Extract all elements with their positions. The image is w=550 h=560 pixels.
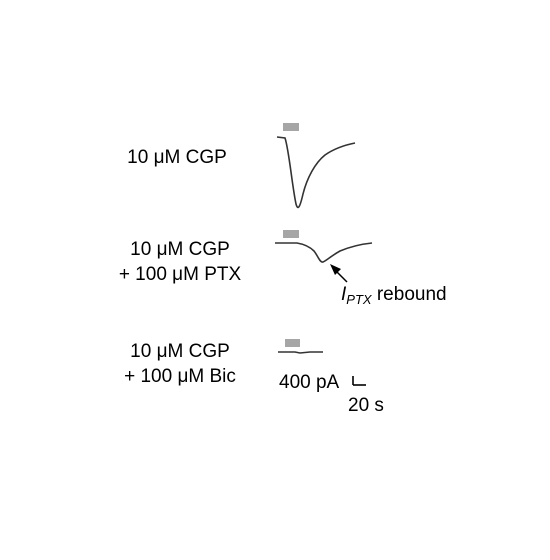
annotation-text: rebound	[371, 284, 447, 305]
condition-label-line: 10 μM CGP	[130, 239, 230, 260]
condition-label-cgp-bic: 10 μM CGP + 100 μM Bic	[100, 339, 260, 389]
drug-application-bar	[285, 339, 300, 347]
condition-label-line: + 100 μM Bic	[124, 366, 236, 387]
scale-bar-time-label: 20 s	[348, 395, 384, 416]
current-trace-cgp-bic	[278, 351, 323, 354]
annotation-italic-symbol: I	[341, 284, 347, 305]
current-trace-cgp-ptx	[275, 242, 373, 263]
drug-application-bar	[283, 123, 299, 131]
condition-label-line: 10 μM CGP	[127, 147, 227, 168]
condition-label-cgp: 10 μM CGP	[112, 145, 242, 170]
rebound-annotation: IPTX rebound	[341, 284, 447, 307]
condition-label-line: 10 μM CGP	[130, 341, 230, 362]
condition-label-cgp-ptx: 10 μM CGP + 100 μM PTX	[100, 237, 260, 287]
current-trace-cgp	[276, 136, 356, 209]
drug-application-bar	[283, 230, 299, 238]
annotation-subscript: PTX	[346, 292, 372, 307]
scale-bar-current-label: 400 pA	[279, 372, 340, 393]
arrow-head	[330, 264, 341, 275]
condition-label-line: + 100 μM PTX	[118, 264, 242, 285]
